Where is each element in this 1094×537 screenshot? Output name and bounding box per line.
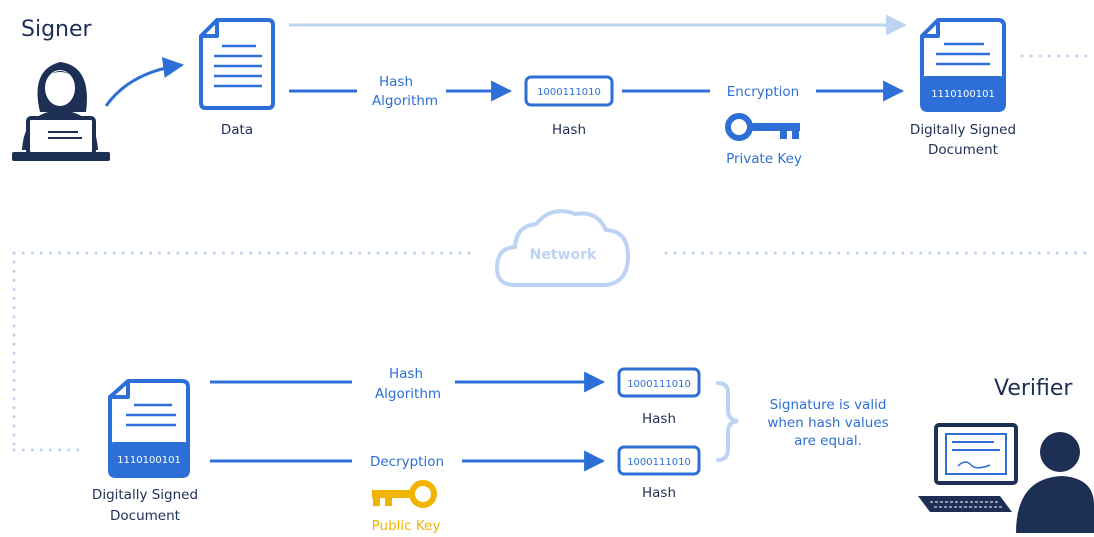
encryption-label: Encryption — [727, 84, 799, 100]
computed-hash-value: 1000111010 — [627, 379, 691, 390]
verifier-person-computer-icon — [918, 423, 1094, 533]
received-signed-document-icon — [108, 379, 190, 478]
verifier-label: Verifier — [994, 376, 1073, 401]
decrypted-hash-box — [617, 445, 701, 476]
hash-algorithm-label-line1: Hash — [379, 74, 413, 90]
signer-to-data-arrow — [104, 57, 185, 107]
public-key-label: Public Key — [372, 518, 441, 533]
received-signed-document-value: 1110100101 — [117, 455, 181, 466]
received-signed-document-label-line2: Document — [110, 508, 180, 524]
signature-valid-text-line1: Signature is valid — [770, 397, 887, 413]
network-label: Network — [530, 247, 597, 263]
network-cloud-icon — [494, 209, 630, 287]
private-key-label: Private Key — [726, 151, 802, 167]
decryption-label: Decryption — [370, 454, 444, 470]
private-key-icon — [725, 113, 800, 141]
comparison-brace — [716, 381, 739, 462]
computed-hash-label: Hash — [642, 411, 676, 427]
signature-valid-text-line2: when hash values — [767, 415, 888, 431]
hash-value-box — [524, 75, 614, 107]
signer-person-icon — [12, 62, 110, 161]
decrypted-hash-value: 1000111010 — [627, 457, 691, 468]
hash-algorithm-label-line2: Algorithm — [372, 93, 438, 109]
computed-hash-box — [617, 367, 701, 398]
data-document-icon — [199, 18, 275, 110]
verify-hash-algorithm-label-line1: Hash — [389, 366, 423, 382]
decrypted-hash-label: Hash — [642, 485, 676, 501]
signed-document-value: 1110100101 — [931, 89, 995, 100]
public-key-icon — [372, 480, 437, 508]
signature-valid-text-line3: are equal. — [794, 433, 862, 449]
signed-document-label-line2: Document — [928, 142, 998, 158]
data-label: Data — [221, 122, 253, 138]
signed-document-icon — [920, 18, 1006, 112]
received-signed-document-label-line1: Digitally Signed — [92, 487, 198, 503]
signed-document-label-line1: Digitally Signed — [910, 122, 1016, 138]
verify-hash-algorithm-label-line2: Algorithm — [375, 386, 441, 402]
hash-value: 1000111010 — [537, 87, 601, 98]
hash-label: Hash — [552, 122, 586, 138]
signer-label: Signer — [21, 17, 93, 42]
